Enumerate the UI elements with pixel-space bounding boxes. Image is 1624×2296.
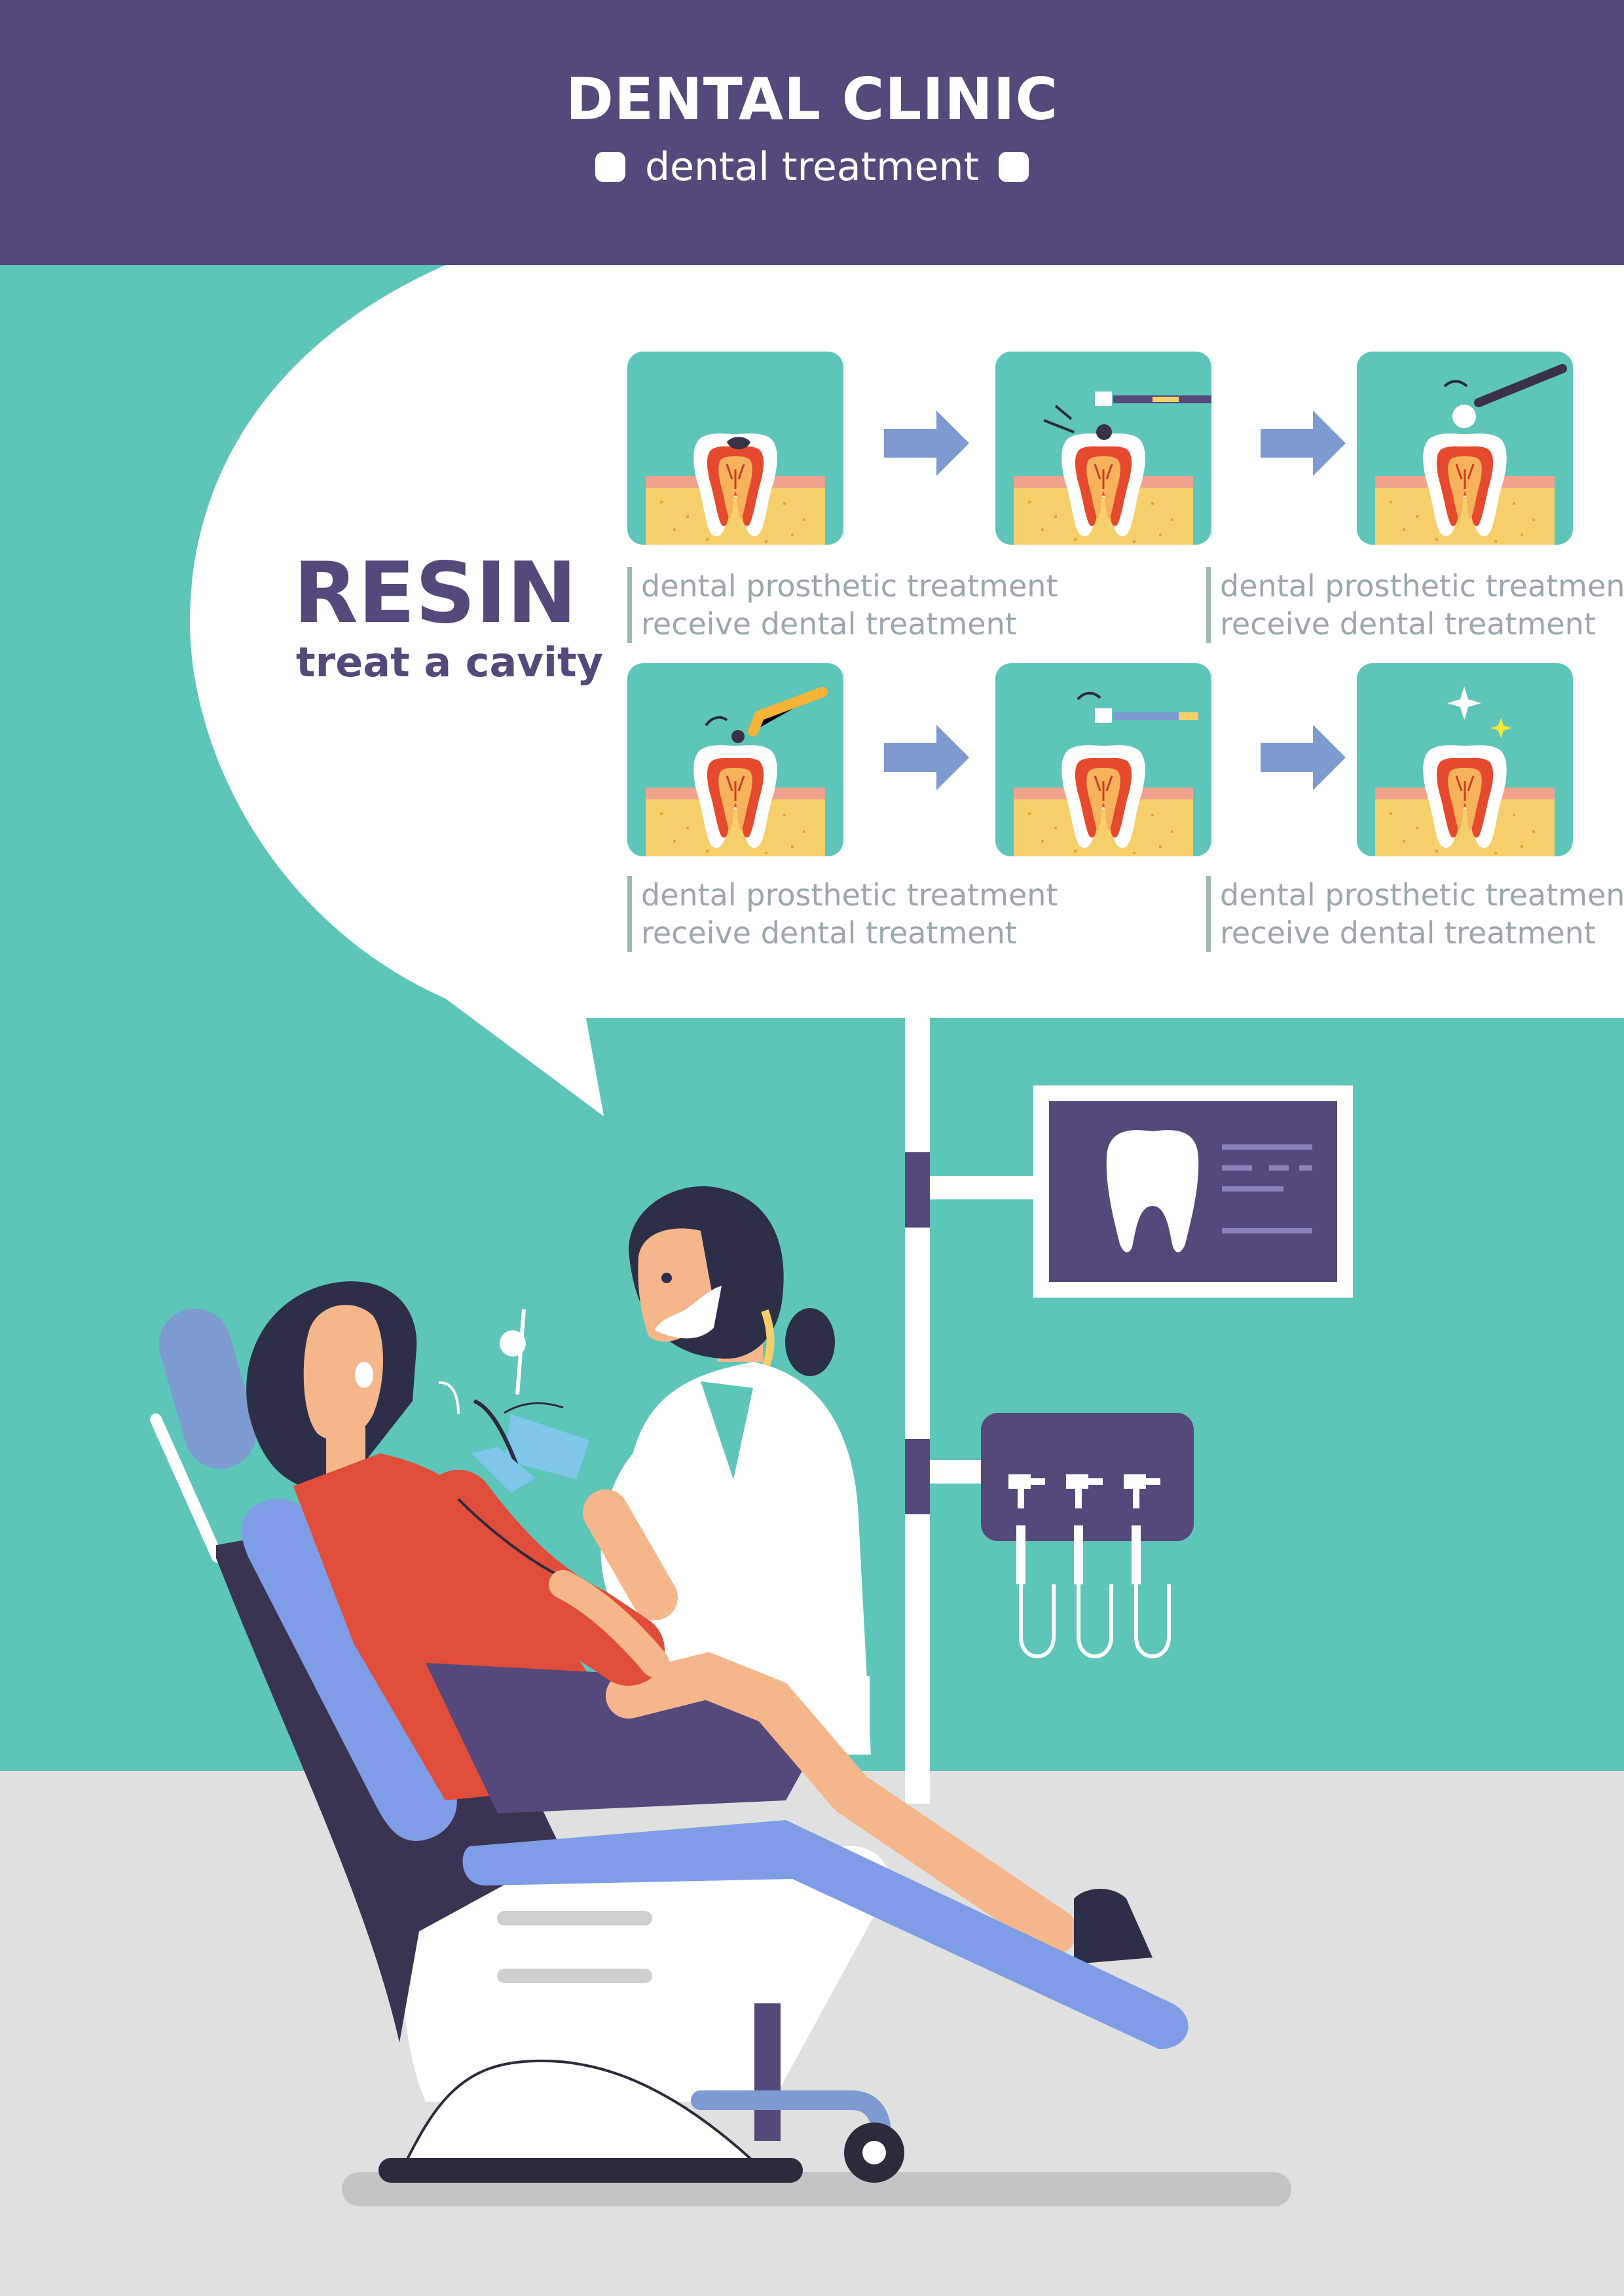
page-subtitle: dental treatment [0,144,1624,190]
caption-line: receive dental treatment [641,915,1017,951]
dentist-figure [438,1186,871,1755]
caption-line: receive dental treatment [1220,915,1596,951]
subtitle-text: dental treatment [644,144,980,190]
step-1-tile [626,350,845,546]
caption-block: dental prosthetic treatment receive dent… [627,567,1058,643]
page-title: DENTAL CLINIC [565,65,1059,133]
bullet-square-icon [999,152,1029,182]
step-2-tile [994,350,1213,546]
caption-line: dental prosthetic treatment [641,877,1058,913]
caption-line: receive dental treatment [641,606,1017,642]
step-4-tile [626,662,845,858]
caption-line: dental prosthetic treatment [1220,568,1624,604]
step-6-tile [1356,662,1574,858]
caption-line: dental prosthetic treatment [1220,877,1624,913]
caption-block: dental prosthetic treatment receive dent… [1206,876,1624,952]
step-5-tile [994,662,1213,858]
bullet-square-icon [595,152,625,182]
caption-block: dental prosthetic treatment receive dent… [1206,567,1624,643]
caption-block: dental prosthetic treatment receive dent… [627,876,1058,952]
section-heading: RESIN [293,545,577,642]
section-subheading: treat a cavity [296,638,604,686]
step-3-tile [1356,350,1574,546]
patient-figure [246,1281,1153,1964]
caption-line: receive dental treatment [1220,606,1596,642]
caption-line: dental prosthetic treatment [641,568,1058,604]
